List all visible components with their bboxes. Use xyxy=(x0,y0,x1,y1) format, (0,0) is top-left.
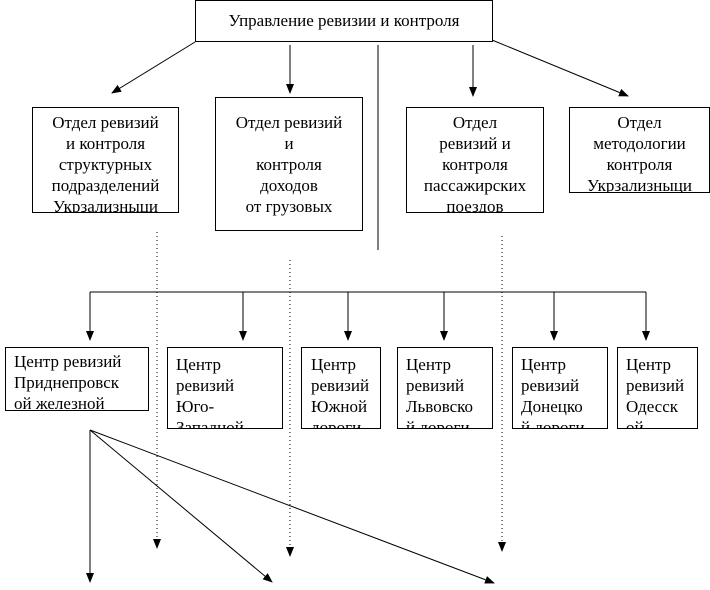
line: контроля xyxy=(606,155,673,174)
line: й дороги xyxy=(521,418,585,429)
line: Южной xyxy=(311,397,368,416)
line: Центр xyxy=(406,355,452,374)
arrow xyxy=(89,429,495,584)
line: от грузовых xyxy=(245,197,333,216)
line: ой железной xyxy=(14,394,105,411)
line: и контроля xyxy=(65,134,146,153)
department-box: Отдел ревизий и контроля доходов от грузовых xyxy=(215,97,363,231)
head-box: Управление ревизии и контроля xyxy=(195,0,493,42)
line: ревизий xyxy=(406,376,465,395)
line: ревизий xyxy=(626,376,685,395)
line: Донецко xyxy=(521,397,583,416)
line: Центр xyxy=(176,355,222,374)
line: ревизий и xyxy=(439,134,511,153)
line: контроля xyxy=(442,155,508,174)
line: Юго- xyxy=(176,397,215,416)
line: Отдел ревизий xyxy=(235,113,343,132)
line: ой xyxy=(626,418,644,429)
line: пассажирских xyxy=(423,176,527,195)
line: и xyxy=(284,134,294,153)
arrow xyxy=(111,41,196,94)
line: й дороги xyxy=(406,418,470,429)
line: Приднепровск xyxy=(14,373,119,392)
department-box: Отдел ревизий и контроля структурных подраз… xyxy=(32,107,179,213)
department-box: Отдел ревизий и контроля пассажирских поездо… xyxy=(406,107,544,213)
line: Укрзализныци xyxy=(587,176,692,193)
line: Западной xyxy=(176,418,244,429)
arrow xyxy=(89,429,273,583)
line: ревизий xyxy=(176,376,235,395)
line: поездов xyxy=(446,197,504,213)
line: Отдел ревизий xyxy=(52,113,159,132)
line: структурных xyxy=(58,155,153,174)
line: ревизий xyxy=(521,376,580,395)
head-title: Управление ревизии и контроля xyxy=(228,11,460,30)
line: Центр xyxy=(311,355,357,374)
line: Центр xyxy=(626,355,672,374)
line: доходов xyxy=(260,176,318,195)
arrow xyxy=(491,39,629,97)
line: методологии xyxy=(593,134,686,153)
line: дороги xyxy=(311,418,362,429)
line: Укрзализныци xyxy=(53,197,158,213)
line: Одесск xyxy=(626,397,679,416)
line: Львовско xyxy=(406,397,474,416)
line: Отдел xyxy=(617,113,662,132)
line: подразделений xyxy=(51,176,160,195)
line: ревизий xyxy=(311,376,370,395)
line: контроля xyxy=(256,155,322,174)
line: Центр ревизий xyxy=(14,352,122,371)
line: Центр xyxy=(521,355,567,374)
line: Отдел xyxy=(452,113,498,132)
